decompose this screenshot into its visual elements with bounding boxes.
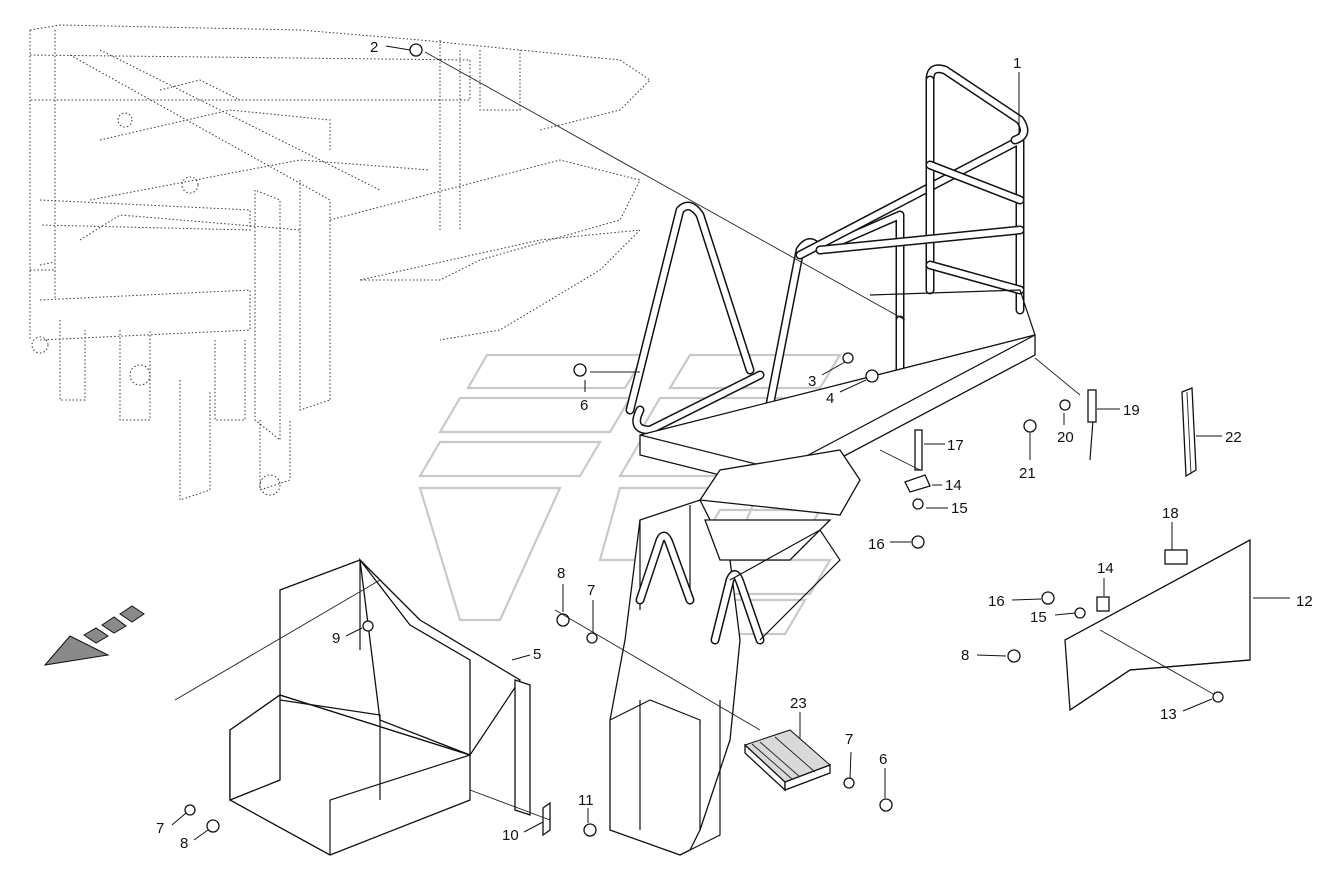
callout-5: 5 — [533, 646, 541, 663]
callout-12: 12 — [1296, 593, 1313, 610]
callout-15b: 15 — [1030, 609, 1047, 626]
callout-17: 17 — [947, 437, 964, 454]
gas-spring — [1087, 389, 1097, 461]
callout-4: 4 — [826, 390, 834, 407]
callout-7c: 7 — [156, 820, 164, 837]
callout-labels: 1 2 3 4 5 6 6 7 7 7 8 8 8 9 10 11 12 — [156, 39, 1313, 852]
callout-21: 21 — [1019, 465, 1036, 482]
callout-8a: 8 — [557, 565, 565, 582]
storage-box — [174, 557, 551, 856]
callout-2: 2 — [370, 39, 378, 56]
callout-7a: 7 — [587, 582, 595, 599]
stairway — [609, 449, 861, 856]
callout-16a: 16 — [868, 536, 885, 553]
callout-20: 20 — [1057, 429, 1074, 446]
callout-13: 13 — [1160, 706, 1177, 723]
step-plate — [744, 729, 831, 792]
callout-15a: 15 — [951, 500, 968, 517]
callout-1: 1 — [1013, 55, 1021, 72]
profile-strip — [1181, 387, 1197, 478]
callout-10: 10 — [502, 827, 519, 844]
callout-7b: 7 — [845, 731, 853, 748]
callout-8b: 8 — [180, 835, 188, 852]
callout-18: 18 — [1162, 505, 1179, 522]
direction-arrow-icon — [43, 605, 145, 666]
callout-16b: 16 — [988, 593, 1005, 610]
platform-railing — [625, 64, 1036, 491]
callout-9: 9 — [332, 630, 340, 647]
callout-8c: 8 — [961, 647, 969, 664]
callout-23: 23 — [790, 695, 807, 712]
fasteners — [184, 43, 1224, 837]
callout-11: 11 — [578, 792, 594, 809]
callout-6a: 6 — [580, 397, 588, 414]
callout-6b: 6 — [879, 751, 887, 768]
callout-22: 22 — [1225, 429, 1242, 446]
machine-frame — [29, 24, 651, 501]
callout-19: 19 — [1123, 402, 1140, 419]
callout-14a: 14 — [945, 477, 962, 494]
side-panel — [1064, 538, 1251, 712]
callout-14b: 14 — [1097, 560, 1114, 577]
callout-3: 3 — [808, 373, 816, 390]
